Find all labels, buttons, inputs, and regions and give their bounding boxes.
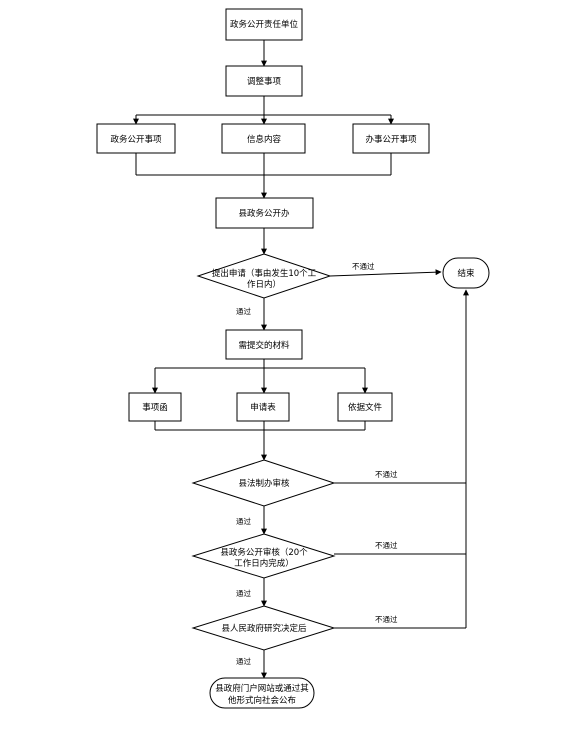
- node-gov-affairs-items: 政务公开事项: [96, 123, 176, 154]
- node-responsible-unit: 政务公开责任单位: [225, 8, 303, 41]
- node-gov-affairs-items-label: 政务公开事项: [110, 134, 162, 145]
- node-office-review-label-line2: 工作日内完成）: [234, 558, 294, 569]
- label-reject-2: 不通过: [375, 469, 398, 479]
- label-pass-3: 通过: [236, 588, 251, 598]
- node-materials: 需提交的材料: [225, 329, 303, 360]
- node-responsible-unit-label: 政务公开责任单位: [230, 19, 299, 30]
- node-office-review: 县政务公开审核（20个 工作日内完成）: [191, 533, 336, 579]
- node-info-content-label: 信息内容: [247, 134, 282, 145]
- node-end: 结束: [442, 257, 490, 289]
- node-info-content: 信息内容: [221, 123, 306, 154]
- node-application-form-label: 申请表: [250, 402, 276, 413]
- node-adjust-items: 调整事项: [225, 65, 303, 97]
- label-reject-4: 不通过: [375, 614, 398, 624]
- node-legal-review-label: 县法制办审核: [238, 478, 290, 489]
- node-item-letter-label: 事项函: [142, 402, 168, 413]
- node-item-letter: 事项函: [128, 392, 182, 422]
- node-submit-application-label-line1: 提出申请（事由发生10个工: [212, 268, 317, 279]
- node-office-review-label-line1: 县政务公开审核（20个: [220, 547, 308, 558]
- node-application-form: 申请表: [236, 392, 290, 422]
- node-legal-review: 县法制办审核: [191, 459, 336, 507]
- node-gov-decision: 县人民政府研究决定后: [191, 605, 336, 651]
- edges-layer: 不通过 通过 不通过 通过 不通过 通过 不通过 通过: [133, 40, 469, 679]
- node-materials-label: 需提交的材料: [238, 340, 290, 351]
- node-county-office-label: 县政务公开办: [238, 208, 290, 219]
- edge-application-reject: [329, 269, 442, 277]
- node-gov-decision-label: 县人民政府研究决定后: [221, 623, 307, 634]
- label-reject-3: 不通过: [375, 540, 398, 550]
- node-submit-application: 提出申请（事由发生10个工 作日内）: [196, 253, 332, 299]
- node-basis-docs: 依据文件: [337, 392, 393, 422]
- label-reject-1: 不通过: [352, 261, 375, 271]
- node-submit-application-label-line2: 作日内）: [247, 279, 281, 290]
- node-publish-label-line2: 他形式向社会公布: [228, 695, 296, 706]
- nodes-layer: 政务公开责任单位 调整事项 政务公开事项 信息内容 办事公开事项 县政务公开办 …: [96, 8, 490, 709]
- label-pass-1: 通过: [236, 306, 251, 316]
- node-adjust-items-label: 调整事项: [247, 76, 282, 87]
- node-service-items-label: 办事公开事项: [365, 134, 417, 145]
- label-pass-2: 通过: [236, 516, 251, 526]
- node-end-label: 结束: [457, 268, 475, 279]
- node-county-office: 县政务公开办: [215, 197, 314, 229]
- node-publish: 县政府门户网站或通过其 他形式向社会公布: [209, 677, 315, 709]
- label-pass-4: 通过: [236, 656, 251, 666]
- node-publish-label-line1: 县政府门户网站或通过其: [215, 683, 309, 694]
- node-service-items: 办事公开事项: [352, 123, 430, 154]
- node-basis-docs-label: 依据文件: [348, 402, 383, 413]
